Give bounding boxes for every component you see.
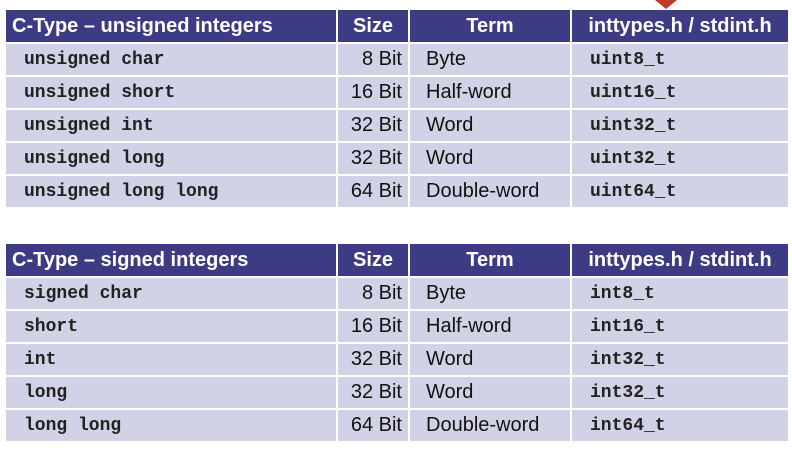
term-cell: Byte bbox=[410, 44, 570, 75]
header-term: Term bbox=[410, 244, 570, 276]
stdint-cell: int32_t bbox=[572, 377, 788, 408]
ctype-cell: unsigned int bbox=[6, 110, 336, 141]
table-row: unsigned int 32 Bit Word uint32_t bbox=[6, 110, 788, 141]
table-row: unsigned long long 64 Bit Double-word ui… bbox=[6, 176, 788, 207]
stdint-cell: uint32_t bbox=[572, 143, 788, 174]
ctype-cell: signed char bbox=[6, 278, 336, 309]
size-cell: 16 Bit bbox=[338, 77, 408, 108]
term-cell: Word bbox=[410, 110, 570, 141]
size-cell: 32 Bit bbox=[338, 377, 408, 408]
header-term: Term bbox=[410, 10, 570, 42]
size-cell: 64 Bit bbox=[338, 176, 408, 207]
table-row: signed char 8 Bit Byte int8_t bbox=[6, 278, 788, 309]
term-cell: Half-word bbox=[410, 77, 570, 108]
table-row: unsigned short 16 Bit Half-word uint16_t bbox=[6, 77, 788, 108]
table-row: long long 64 Bit Double-word int64_t bbox=[6, 410, 788, 441]
term-cell: Word bbox=[410, 377, 570, 408]
stdint-cell: int32_t bbox=[572, 344, 788, 375]
size-cell: 16 Bit bbox=[338, 311, 408, 342]
ctype-cell: long bbox=[6, 377, 336, 408]
header-size: Size bbox=[338, 244, 408, 276]
table-row: long 32 Bit Word int32_t bbox=[6, 377, 788, 408]
table-row: unsigned char 8 Bit Byte uint8_t bbox=[6, 44, 788, 75]
ctype-cell: short bbox=[6, 311, 336, 342]
ctype-cell: unsigned char bbox=[6, 44, 336, 75]
header-stdint: inttypes.h / stdint.h bbox=[572, 10, 788, 42]
header-ctype: C-Type – unsigned integers bbox=[6, 10, 336, 42]
unsigned-integer-types-table: C-Type – unsigned integers Size Term int… bbox=[4, 8, 790, 209]
ctype-cell: int bbox=[6, 344, 336, 375]
size-cell: 8 Bit bbox=[338, 278, 408, 309]
term-cell: Word bbox=[410, 344, 570, 375]
term-cell: Double-word bbox=[410, 176, 570, 207]
term-cell: Word bbox=[410, 143, 570, 174]
size-cell: 8 Bit bbox=[338, 44, 408, 75]
ctype-cell: unsigned long bbox=[6, 143, 336, 174]
size-cell: 32 Bit bbox=[338, 143, 408, 174]
term-cell: Double-word bbox=[410, 410, 570, 441]
size-cell: 32 Bit bbox=[338, 344, 408, 375]
header-ctype: C-Type – signed integers bbox=[6, 244, 336, 276]
signed-integer-types-table: C-Type – signed integers Size Term intty… bbox=[4, 242, 790, 443]
term-cell: Byte bbox=[410, 278, 570, 309]
header-stdint: inttypes.h / stdint.h bbox=[572, 244, 788, 276]
stdint-cell: uint32_t bbox=[572, 110, 788, 141]
table-header-row: C-Type – signed integers Size Term intty… bbox=[6, 244, 788, 276]
ctype-cell: long long bbox=[6, 410, 336, 441]
stdint-cell: uint8_t bbox=[572, 44, 788, 75]
table-row: short 16 Bit Half-word int16_t bbox=[6, 311, 788, 342]
size-cell: 32 Bit bbox=[338, 110, 408, 141]
table-row: unsigned long 32 Bit Word uint32_t bbox=[6, 143, 788, 174]
stdint-cell: int8_t bbox=[572, 278, 788, 309]
size-cell: 64 Bit bbox=[338, 410, 408, 441]
stdint-cell: int16_t bbox=[572, 311, 788, 342]
ctype-cell: unsigned long long bbox=[6, 176, 336, 207]
red-arrow-marker bbox=[655, 0, 677, 9]
term-cell: Half-word bbox=[410, 311, 570, 342]
stdint-cell: int64_t bbox=[572, 410, 788, 441]
ctype-cell: unsigned short bbox=[6, 77, 336, 108]
stdint-cell: uint16_t bbox=[572, 77, 788, 108]
header-size: Size bbox=[338, 10, 408, 42]
table-header-row: C-Type – unsigned integers Size Term int… bbox=[6, 10, 788, 42]
table-row: int 32 Bit Word int32_t bbox=[6, 344, 788, 375]
stdint-cell: uint64_t bbox=[572, 176, 788, 207]
